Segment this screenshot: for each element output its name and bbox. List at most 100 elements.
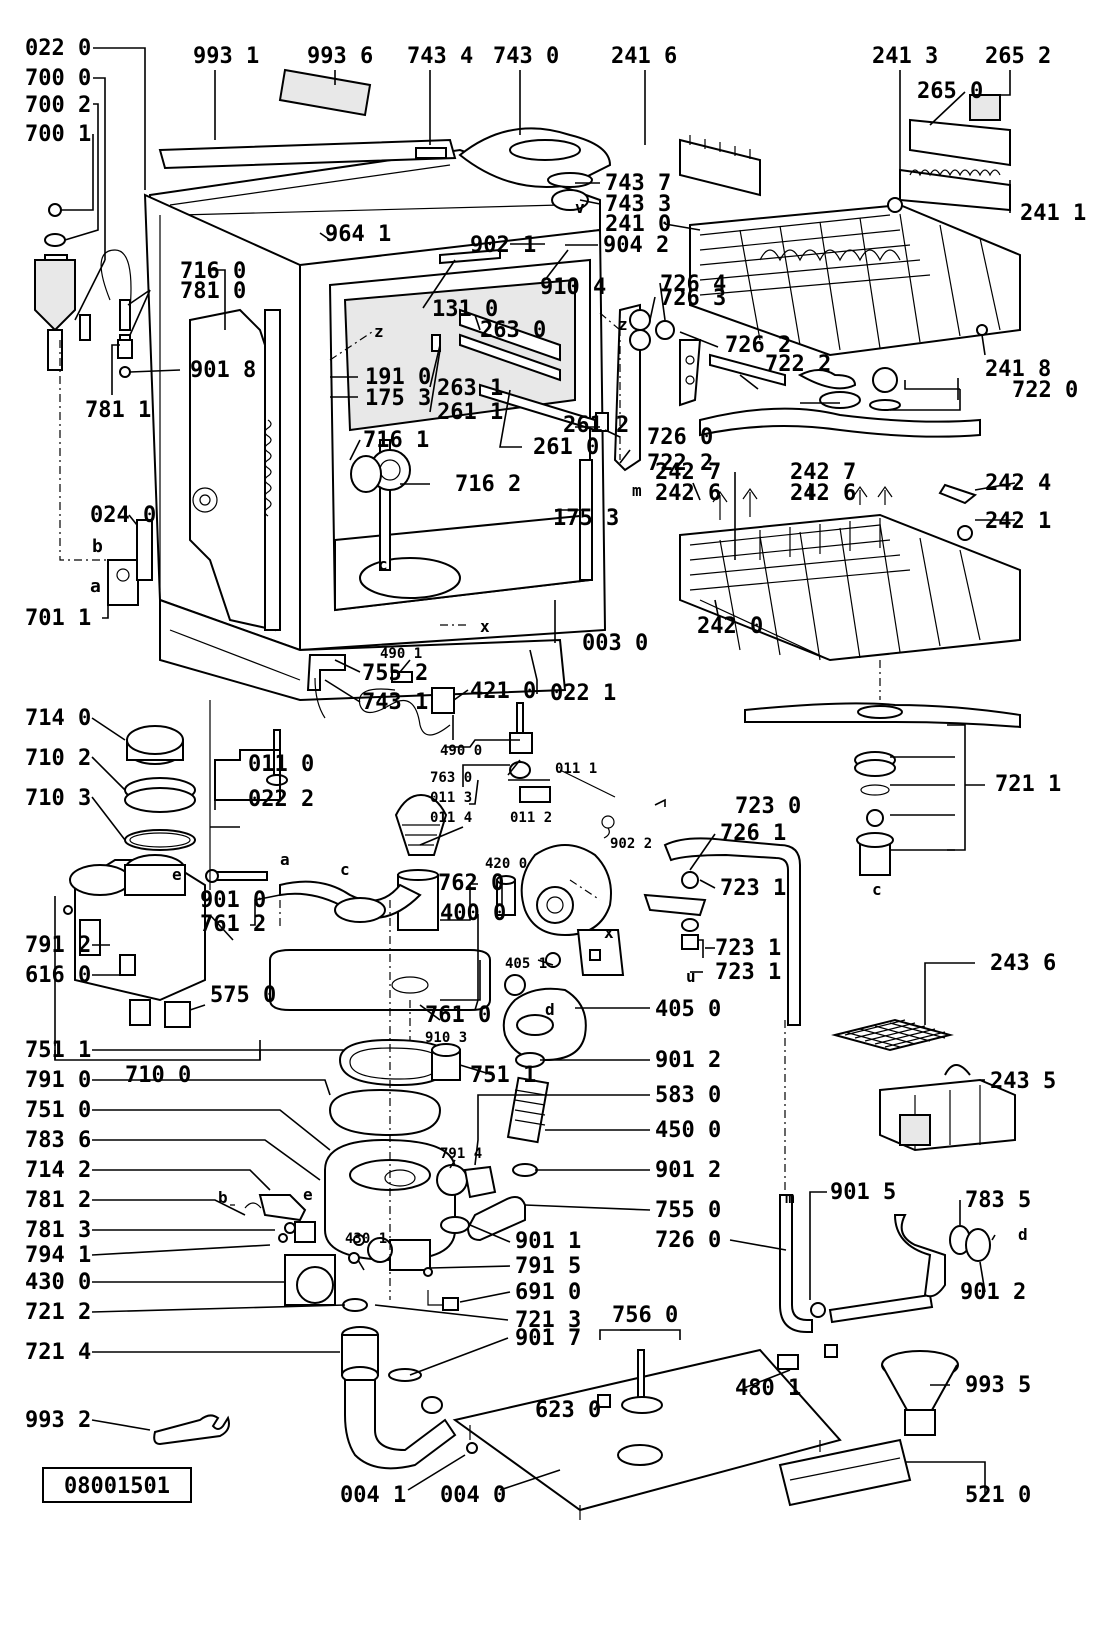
vent-duct <box>306 654 346 719</box>
callout-243-6: 243 6 <box>990 951 1056 976</box>
callout-024-0: 024 0 <box>90 503 156 528</box>
callout-004-1: 004 1 <box>340 1483 406 1508</box>
callout-011-3: 011 3 <box>430 790 472 806</box>
callout-722-2: 722 2 <box>765 352 831 377</box>
callout-901-8: 901 8 <box>190 358 256 383</box>
callout-575-0: 575 0 <box>210 983 276 1008</box>
callout-261-0: 261 0 <box>533 435 599 460</box>
lower-basket <box>679 483 1021 662</box>
callout-910-3: 910 3 <box>425 1030 467 1046</box>
callout-910-4: 910 4 <box>540 275 606 300</box>
callout-716-2: 716 2 <box>455 472 521 497</box>
callout-755-2: 755 2 <box>362 661 428 686</box>
callout-022-0: 022 0 <box>25 36 91 61</box>
callout-993-6: 993 6 <box>307 44 373 69</box>
callout-263-0: 263 0 <box>480 318 546 343</box>
callout-691-0: 691 0 <box>515 1280 581 1305</box>
upper-spray-arm <box>699 353 981 438</box>
callout-242-1: 242 1 <box>985 509 1051 534</box>
callout-261-2: 261 2 <box>563 413 629 438</box>
callout-901-7: 901 7 <box>515 1326 581 1351</box>
callout-726-4: 726 4 <box>660 272 726 297</box>
callout-714-2: 714 2 <box>25 1158 91 1183</box>
callout-710-2: 710 2 <box>25 746 91 771</box>
callout-791-4: 791 4 <box>440 1146 482 1162</box>
callout-616-0: 616 0 <box>25 963 91 988</box>
callout-721-1: 721 1 <box>995 772 1061 797</box>
base-screw <box>214 729 288 801</box>
callout-405-0: 405 0 <box>655 997 721 1022</box>
callout-450-0: 450 0 <box>655 1118 721 1143</box>
callout-022-2: 022 2 <box>248 787 314 812</box>
lower-spray-arm <box>744 702 1021 876</box>
callout-756-0: 756 0 <box>612 1303 678 1328</box>
callout-743-7: 743 7 <box>605 171 671 196</box>
callout-421-0: 421 0 <box>470 679 536 704</box>
callout-242-7: 242 7 <box>655 460 721 485</box>
callout-722-0: 722 0 <box>1012 378 1078 403</box>
door-switch-cable <box>358 671 455 736</box>
letter-x-lower: x <box>604 923 614 942</box>
callout-762-0: 762 0 <box>438 871 504 896</box>
callout-721-2: 721 2 <box>25 1300 91 1325</box>
callout-964-1: 964 1 <box>325 222 391 247</box>
letter-e-lower: e <box>303 1185 313 1204</box>
callout-723-1-b: 723 1 <box>715 936 781 961</box>
connector-pipe-a <box>205 869 268 883</box>
callout-430-1: 430 1 <box>345 1231 387 1247</box>
callout-710-0: 710 0 <box>125 1063 191 1088</box>
callout-901-0: 901 0 <box>200 888 266 913</box>
letter-a-middle: a <box>280 850 290 869</box>
callout-901-5: 901 5 <box>830 1180 896 1205</box>
callout-791-0: 791 0 <box>25 1068 91 1093</box>
callout-242-7-b: 242 7 <box>790 460 856 485</box>
callout-781-1: 781 1 <box>85 398 151 423</box>
callout-901-2-b: 901 2 <box>655 1158 721 1183</box>
callout-623-0: 623 0 <box>535 1398 601 1423</box>
callout-722-2-lower: 722 2 <box>647 451 713 476</box>
callout-480-1: 480 1 <box>735 1376 801 1401</box>
callout-241-6: 241 6 <box>611 44 677 69</box>
callout-781-2: 781 2 <box>25 1188 91 1213</box>
callout-521-0: 521 0 <box>965 1483 1031 1508</box>
letter-c: c <box>378 555 388 574</box>
top-spray-cap <box>415 127 612 211</box>
callout-751-1-b: 751 1 <box>470 1063 536 1088</box>
callout-723-0: 723 0 <box>735 794 801 819</box>
callout-743-4: 743 4 <box>407 44 473 69</box>
side-insulation-panel <box>189 308 281 632</box>
callout-783-5: 783 5 <box>965 1188 1031 1213</box>
water-duct <box>613 303 702 472</box>
callout-726-2: 726 2 <box>725 333 791 358</box>
callout-265-0: 265 0 <box>917 79 983 104</box>
top-trim-strips <box>158 68 457 170</box>
callout-761-2: 761 2 <box>200 912 266 937</box>
callout-430-0: 430 0 <box>25 1270 91 1295</box>
letter-v: v <box>575 198 585 217</box>
callout-011-0: 011 0 <box>248 752 314 777</box>
callout-241-3: 241 3 <box>872 44 938 69</box>
connector-letters: b a c v z z m x x c c a e d u e b m d <box>90 198 1028 1244</box>
callout-011-1: 011 1 <box>555 761 597 777</box>
callout-011-4: 011 4 <box>430 810 472 826</box>
leader-lines <box>60 47 1016 1495</box>
callout-726-1: 726 1 <box>720 821 786 846</box>
callout-726-0-lower: 726 0 <box>655 1228 721 1253</box>
callout-241-8: 241 8 <box>985 357 1051 382</box>
callout-901-2-c: 901 2 <box>960 1280 1026 1305</box>
callout-723-1-c: 723 1 <box>715 960 781 985</box>
letter-a: a <box>90 576 101 597</box>
callout-004-0: 004 0 <box>440 1483 506 1508</box>
callout-781-3: 781 3 <box>25 1218 91 1243</box>
letter-e: e <box>172 865 182 884</box>
inlet-hose-assembly <box>34 203 133 378</box>
callout-743-3: 743 3 <box>605 192 671 217</box>
callout-902-1: 902 1 <box>470 233 536 258</box>
callout-763-0: 763 0 <box>430 770 472 786</box>
drawing-number: 08001501 <box>64 1474 170 1499</box>
callout-781-0: 781 0 <box>180 279 246 304</box>
callout-901-1: 901 1 <box>515 1229 581 1254</box>
callout-721-3: 721 3 <box>515 1308 581 1333</box>
callout-175-3-right: 175 3 <box>553 506 619 531</box>
callout-131-0: 131 0 <box>432 297 498 322</box>
